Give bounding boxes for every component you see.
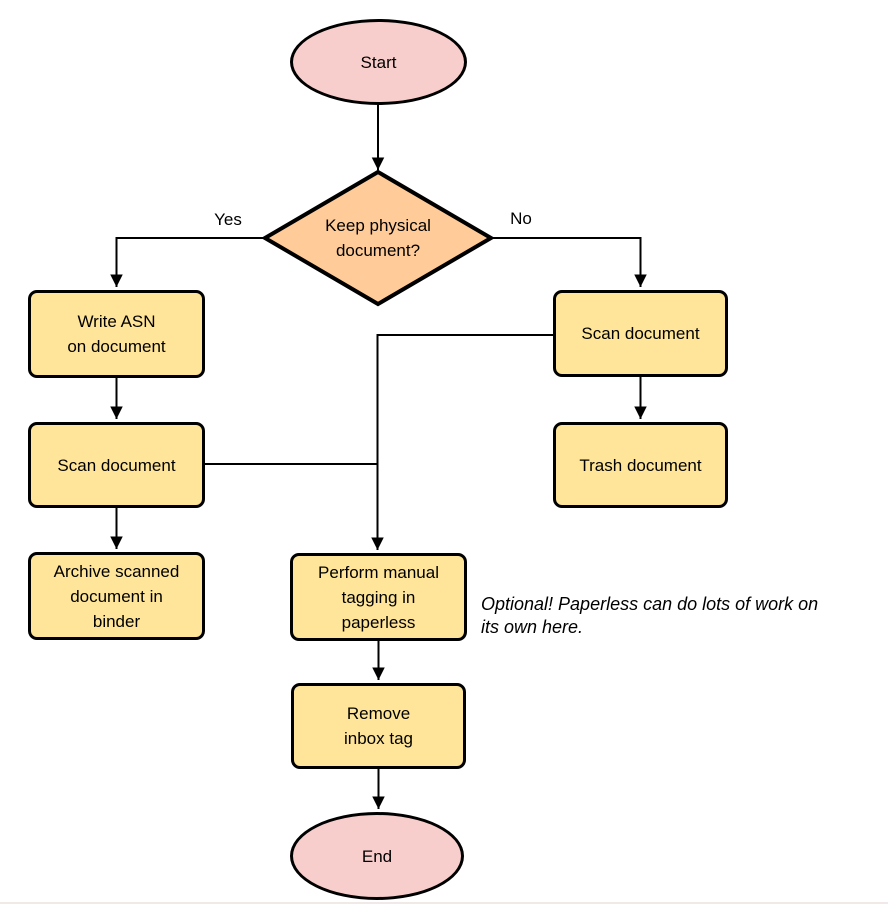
- edge-label-no: No: [510, 209, 532, 228]
- node-end: End: [290, 812, 464, 900]
- edge-decision-yes: [110, 237, 265, 287]
- optional-note-text: Optional! Paperless can do lots of work …: [481, 594, 819, 637]
- node-trash-document: Trash document: [553, 422, 728, 508]
- node-remove-inbox-tag: Remove inbox tag: [291, 683, 466, 769]
- node-scan-document-left: Scan document: [28, 422, 205, 508]
- bottom-page-rule: [0, 902, 888, 904]
- edge-scanright-to-tagging: [371, 334, 553, 550]
- node-perform-manual-tagging: Perform manual tagging in paperless: [290, 553, 467, 641]
- edge-label-yes: Yes: [214, 210, 242, 229]
- node-decision-label: Keep physical document?: [325, 216, 431, 260]
- node-start: Start: [290, 19, 467, 105]
- node-scan-document-right: Scan document: [553, 290, 728, 377]
- node-write-asn-on-document: Write ASN on document: [28, 290, 205, 378]
- edge-decision-no: [490, 237, 647, 287]
- node-archive-scanned-document: Archive scanned document in binder: [28, 552, 205, 640]
- decision-diamond-shape: [261, 169, 495, 307]
